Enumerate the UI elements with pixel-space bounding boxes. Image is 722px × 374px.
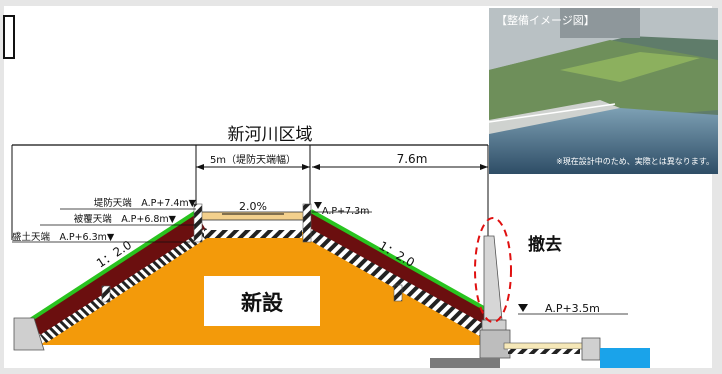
fill-level-label: 盛土天端 A.P+6.3m▼ (12, 231, 115, 243)
left-hatch (40, 228, 210, 343)
crest-slope-label: 2.0% (239, 200, 267, 213)
right-crest-marker (314, 202, 322, 209)
inset-title: 【整備イメージ図】 (496, 13, 595, 27)
crest-post-right (302, 203, 312, 243)
crest-width-label: 5m（堤防天端幅） (210, 153, 296, 166)
right-crest-level-label: A.P+7.3m (322, 206, 369, 217)
crest-hatch (204, 230, 302, 238)
right-revetment (306, 212, 500, 332)
region-title: 新河川区域 (228, 125, 313, 145)
crest-pavement (195, 211, 311, 221)
left-toe-block (13, 317, 45, 351)
new-label-box (204, 276, 320, 326)
water-level-label: A.P+3.5m (545, 302, 600, 315)
crest-level-label: 堤防天端 A.P+7.4m▼ (94, 197, 197, 209)
right-arrow-right (480, 164, 488, 170)
revetment-level-label: 被覆天端 A.P+6.8m▼ (74, 213, 177, 225)
new-label: 新設 (241, 291, 284, 315)
right-width-label: 7.6m (397, 152, 428, 166)
left-edge-marker (3, 15, 15, 59)
left-revetment (28, 213, 206, 338)
foreshore-path (503, 342, 585, 350)
river-water (600, 348, 650, 368)
crest-post-left (193, 203, 203, 243)
right-hatch (302, 226, 495, 342)
removal-ellipse (474, 217, 512, 323)
river-wall (581, 337, 601, 361)
crest-arrow-right (302, 164, 310, 170)
right-slope-post (393, 284, 403, 302)
removal-label: 撤去 (528, 234, 562, 255)
left-grass (25, 210, 198, 324)
ground-slab (430, 358, 500, 368)
right-arrow-left (312, 164, 320, 170)
inset-image (488, 8, 718, 174)
water-level-marker (518, 304, 528, 312)
left-slope-post (101, 285, 111, 303)
right-grass (310, 209, 499, 318)
foreshore-hatch (508, 349, 580, 354)
inset-note: ※現在設計中のため、実際とは異なります。 (556, 156, 714, 166)
crest-arrow-left (196, 164, 204, 170)
